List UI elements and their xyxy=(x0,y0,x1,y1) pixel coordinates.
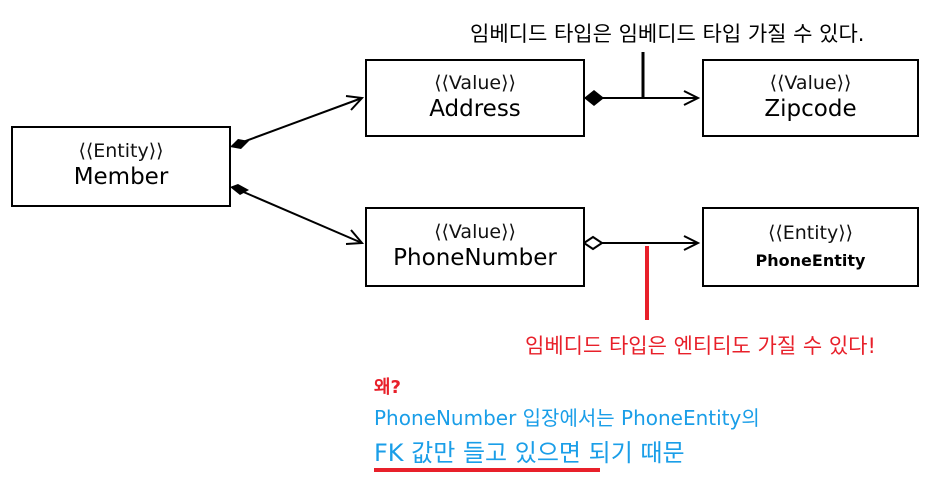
zipcode-class-name: Zipcode xyxy=(764,95,857,122)
reason-line-2: FK 값만 들고 있으면 되기 때문 xyxy=(374,439,685,467)
phonenumber-class-box: ⟨⟨Value⟩⟩ PhoneNumber xyxy=(365,207,585,287)
member-address-connector xyxy=(231,97,363,147)
composition-diamond-address-zipcode xyxy=(584,90,604,106)
zipcode-class-box: ⟨⟨Value⟩⟩ Zipcode xyxy=(702,59,919,137)
phoneentity-stereotype: ⟨⟨Entity⟩⟩ xyxy=(767,222,854,245)
top-note: 임베디드 타입은 임베디드 타입 가질 수 있다. xyxy=(470,22,865,46)
arrowhead-phoneentity xyxy=(683,235,701,251)
red-note: 임베디드 타입은 엔티티도 가질 수 있다! xyxy=(525,334,876,358)
aggregation-diamond xyxy=(582,235,604,251)
composition-diamond-member-phonenumber xyxy=(230,184,249,195)
arrowhead-zipcode xyxy=(683,90,701,106)
address-class-box: ⟨⟨Value⟩⟩ Address xyxy=(365,59,585,137)
member-class-box: ⟨⟨Entity⟩⟩ Member xyxy=(11,126,231,207)
why-note: 왜? xyxy=(374,377,402,398)
arrowhead-address xyxy=(345,95,365,111)
address-stereotype: ⟨⟨Value⟩⟩ xyxy=(434,71,516,94)
member-phonenumber-connector xyxy=(231,186,363,244)
member-class-name: Member xyxy=(73,164,169,191)
phonenumber-stereotype: ⟨⟨Value⟩⟩ xyxy=(434,220,516,243)
phoneentity-class-box: ⟨⟨Entity⟩⟩ PhoneEntity xyxy=(702,207,919,287)
composition-diamond-member-address xyxy=(230,139,249,149)
arrowhead-phonenumber xyxy=(345,229,365,245)
member-stereotype: ⟨⟨Entity⟩⟩ xyxy=(78,140,164,163)
zipcode-stereotype: ⟨⟨Value⟩⟩ xyxy=(769,71,852,94)
phonenumber-class-name: PhoneNumber xyxy=(393,244,557,271)
address-class-name: Address xyxy=(429,95,521,122)
phoneentity-class-name: PhoneEntity xyxy=(755,250,866,270)
reason-line-1: PhoneNumber 입장에서는 PhoneEntity의 xyxy=(374,406,760,430)
